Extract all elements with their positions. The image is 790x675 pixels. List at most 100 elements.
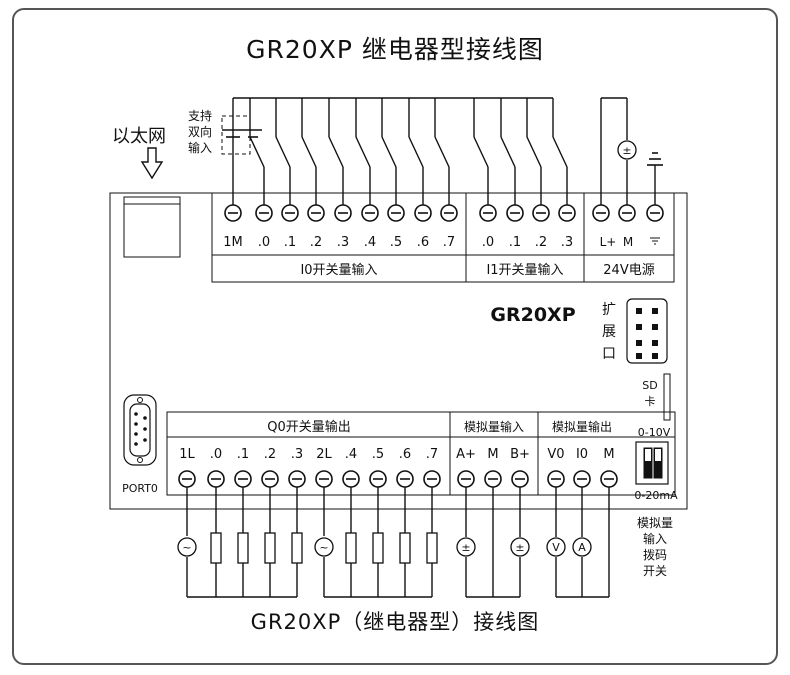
i1-terminal-label: .1	[509, 235, 521, 250]
ai-terminal-label: B+	[510, 447, 530, 462]
dashed-box-icon	[221, 115, 251, 155]
voltmeter-icon	[546, 537, 566, 557]
dip-caption: 开关	[643, 564, 667, 578]
power-terminal-label: L+	[600, 235, 617, 249]
expansion-pin	[636, 308, 642, 314]
i1-terminal-label: .0	[482, 235, 494, 250]
serial-pin	[134, 432, 138, 436]
ac-source-icon-symbol: ~	[319, 541, 328, 554]
load-resistor-icon	[237, 532, 249, 564]
ethernet-port	[123, 196, 181, 258]
dip-switch-lever-2	[653, 447, 663, 479]
load-resistor-icon	[345, 532, 357, 564]
expansion-port	[626, 298, 668, 364]
load-resistor-icon	[426, 532, 438, 564]
q0-terminal-label: .0	[210, 447, 222, 462]
q0-terminal-label: .4	[345, 447, 357, 462]
ac-source-icon	[177, 537, 197, 557]
i0-terminal-label: .2	[310, 235, 322, 250]
switch-contact-icon	[328, 136, 344, 168]
q0-terminal-label: .6	[399, 447, 411, 462]
load-resistor-icon	[210, 532, 222, 564]
q0-terminal-label: .2	[264, 447, 276, 462]
bidirectional-label: 支持 双向 输入	[188, 108, 212, 156]
i1-group-label: I1开关量输入	[486, 262, 563, 278]
dip-caption: 模拟量	[637, 516, 673, 530]
i0-terminal-label: .1	[284, 235, 296, 250]
dc-power-source-icon	[617, 140, 637, 160]
ao-terminal-label: V0	[547, 447, 564, 462]
ethernet-label: 以太网	[112, 126, 166, 147]
expansion-pin	[652, 308, 658, 314]
expansion-label: 扩	[602, 302, 616, 318]
i0-terminal-label: .6	[417, 235, 429, 250]
expansion-pin	[636, 340, 642, 346]
q0-terminal-label: .5	[372, 447, 384, 462]
i0-terminal-label: .0	[258, 235, 270, 250]
diagram-title: GR20XP 继电器型接线图	[246, 35, 544, 64]
i1-terminal-label: .2	[535, 235, 547, 250]
ac-source-icon-symbol: ~	[182, 541, 191, 554]
ai-group-label: 模拟量输入	[464, 419, 524, 434]
expansion-pin	[652, 340, 658, 346]
q0-terminal-label: 1L	[179, 447, 195, 462]
bottom-terminal-block	[166, 411, 676, 496]
ao-group-label: 模拟量输出	[552, 419, 612, 434]
switch-contact-icon	[500, 136, 516, 168]
switch-contact-icon	[301, 136, 317, 168]
sd-label: 卡	[645, 395, 656, 408]
sd-label: SD	[642, 379, 657, 392]
dip-switch-knob	[645, 449, 651, 461]
i0-terminal-label: 1M	[223, 235, 243, 250]
i1-terminal-label: .3	[561, 235, 573, 250]
dc-power-source-icon-symbol: ±	[622, 144, 631, 157]
switch-contact-icon	[434, 136, 450, 168]
expansion-pin	[652, 353, 658, 359]
load-resistor-icon	[399, 532, 411, 564]
switch-contact-icon	[381, 136, 397, 168]
q0-terminal-label: .7	[426, 447, 438, 462]
load-resistor-icon	[264, 532, 276, 564]
analog-source-icon	[456, 537, 476, 557]
bidirectional-label-line: 双向	[188, 125, 213, 139]
serial-pin	[134, 412, 138, 416]
dip-switch-lever-1	[643, 447, 653, 479]
ao-terminal-label: M	[603, 447, 614, 462]
ao-terminal-label: I0	[576, 447, 588, 462]
i0-terminal-label: .5	[390, 235, 402, 250]
switch-contact-icon	[355, 136, 371, 168]
load-resistor-icon	[372, 532, 384, 564]
serial-pin	[134, 442, 138, 446]
plc-body	[109, 192, 688, 510]
serial-pin	[134, 422, 138, 426]
port-label: PORT0	[122, 482, 158, 495]
q0-group-label: Q0开关量输出	[267, 419, 351, 435]
dip-caption: 拨码	[643, 548, 667, 562]
switch-contact-icon	[275, 136, 291, 168]
switch-contact-icon	[249, 136, 265, 168]
ammeter-icon	[572, 537, 592, 557]
serial-pin	[143, 438, 147, 442]
dip-caption: 输入	[643, 531, 667, 546]
ai-terminal-label: A+	[456, 447, 476, 462]
expansion-pin	[636, 353, 642, 359]
ammeter-icon-symbol: A	[578, 541, 586, 554]
serial-pin	[143, 416, 147, 420]
i0-terminal-label: .4	[364, 235, 376, 250]
expansion-label: 展	[602, 324, 616, 340]
switch-contact-icon	[552, 136, 568, 168]
analog-source-icon	[510, 537, 530, 557]
screw-hole-icon	[137, 457, 143, 463]
image-frame	[12, 8, 778, 665]
q0-terminal-label: .1	[237, 447, 249, 462]
load-resistor-icon	[291, 532, 303, 564]
serial-pin	[143, 427, 147, 431]
analog-source-icon-symbol: ±	[461, 541, 470, 554]
screw-hole-icon	[137, 397, 143, 403]
dip-switch-knob	[655, 449, 661, 461]
voltmeter-icon-symbol: V	[552, 541, 560, 554]
expansion-pin	[636, 324, 642, 330]
top-terminal-block	[211, 192, 675, 283]
ai-terminal-label: M	[487, 447, 498, 462]
